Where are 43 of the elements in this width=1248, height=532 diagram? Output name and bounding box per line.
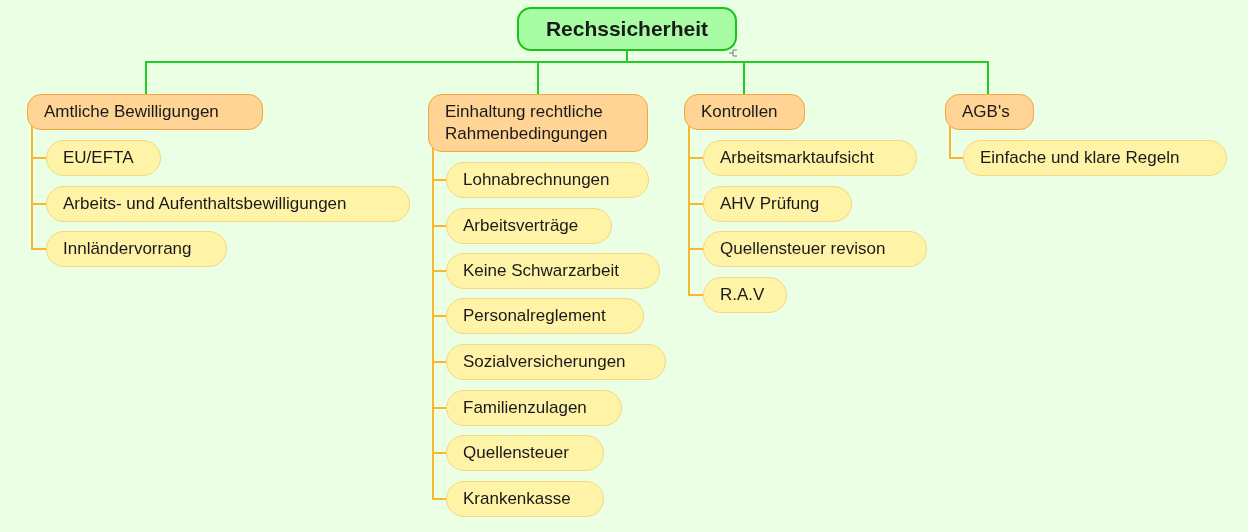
subtopic: [46, 140, 161, 176]
branch-topic: [27, 94, 263, 130]
subtopic: [446, 481, 604, 517]
topic-text: Innländervorrang: [63, 237, 192, 260]
topic-text: Lohnabrechnungen: [463, 168, 610, 191]
topic-text: Rechssicherheit: [545, 16, 709, 43]
subtopic: [446, 344, 666, 380]
subtopic: [446, 390, 622, 426]
topic-text: Einfache und klare Regeln: [980, 146, 1180, 169]
topic-text: AGB's: [962, 100, 1010, 123]
topic-text: Arbeitsmarktaufsicht: [720, 146, 874, 169]
topic-text: AHV Prüfung: [720, 192, 820, 215]
subtopic: [703, 277, 787, 313]
subtopic: [703, 140, 917, 176]
topic-text: Arbeits- und Aufenthaltsbewilligungen: [63, 192, 347, 215]
topic-text: R.A.V: [720, 283, 765, 306]
topic-text: Arbeitsverträge: [463, 214, 579, 237]
root-topic: [517, 7, 737, 51]
topic-text: Familienzulagen: [463, 396, 587, 419]
topic-text: Personalreglement: [463, 304, 606, 327]
branch-topic: [428, 94, 648, 152]
branch-topic: [684, 94, 805, 130]
topic-text: Einhaltung rechtliche Rahmenbedingungen: [445, 100, 609, 145]
topic-text: Quellensteuer revison: [720, 237, 886, 260]
subtopic: [446, 208, 612, 244]
subtopic: [46, 231, 227, 267]
subtopic: [446, 435, 604, 471]
subtopic: [703, 186, 852, 222]
subtopic: [46, 186, 410, 222]
connector-line: [949, 125, 964, 159]
subtopic: [703, 231, 927, 267]
subtopic: [446, 253, 660, 289]
subtopic: [963, 140, 1227, 176]
topic-text: Quellensteuer: [463, 441, 569, 464]
topic-text: EU/EFTA: [63, 146, 134, 169]
topic-text: Sozialversicherungen: [463, 350, 626, 373]
subtopic: [446, 162, 649, 198]
subtopic: [446, 298, 644, 334]
topic-text: Kontrollen: [701, 100, 778, 123]
topic-text: Krankenkasse: [463, 487, 571, 510]
topic-text: Keine Schwarzarbeit: [463, 259, 619, 282]
branch-topic: [945, 94, 1034, 130]
topic-text: Amtliche Bewilligungen: [44, 100, 219, 123]
